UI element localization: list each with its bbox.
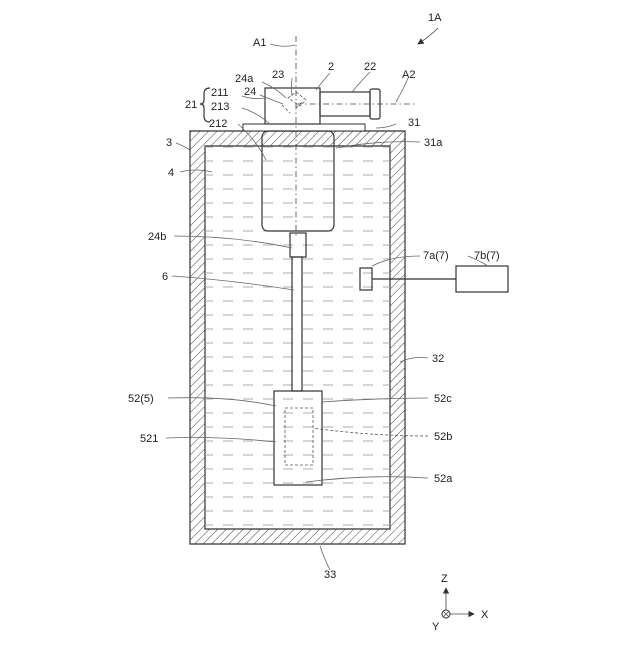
label-7a: 7a(7) [423,250,449,262]
label-52b: 52b [434,431,452,443]
label-6: 6 [162,271,168,283]
label-31a: 31a [424,137,443,149]
axis-label-z: Z [441,573,448,585]
label-24: 24 [244,86,256,98]
motor-upper-211 [265,88,320,124]
label-31: 31 [408,117,420,129]
label-21: 21 [185,99,197,111]
label-7b: 7b(7) [474,250,500,262]
label-211: 211 [211,87,229,99]
label-a2: A2 [402,69,415,81]
label-52a: 52a [434,473,453,485]
label-24a: 24a [235,73,254,85]
axis-label-y: Y [432,621,440,633]
liquid-4 [205,146,390,529]
label-52-5: 52(5) [128,393,154,405]
label-521: 521 [140,433,158,445]
label-212: 212 [209,118,227,130]
label-213: 213 [211,101,229,113]
controller-7b [456,266,508,292]
axis-label-x: X [481,609,489,621]
lid-plate-31 [243,124,365,131]
label-4: 4 [168,167,174,179]
figure-arrow [418,28,438,44]
label-3: 3 [166,137,172,149]
label-52c: 52c [434,393,452,405]
label-24b: 24b [148,231,166,243]
coordinate-axes: Z X Y [432,573,489,633]
bracket-21 [200,88,210,122]
figure-label: 1A [428,12,442,24]
label-a1: A1 [253,37,266,49]
label-2: 2 [328,61,334,73]
label-23: 23 [272,69,284,81]
label-32: 32 [432,353,444,365]
label-22: 22 [364,61,376,73]
tank [190,131,405,544]
label-33: 33 [324,569,336,581]
